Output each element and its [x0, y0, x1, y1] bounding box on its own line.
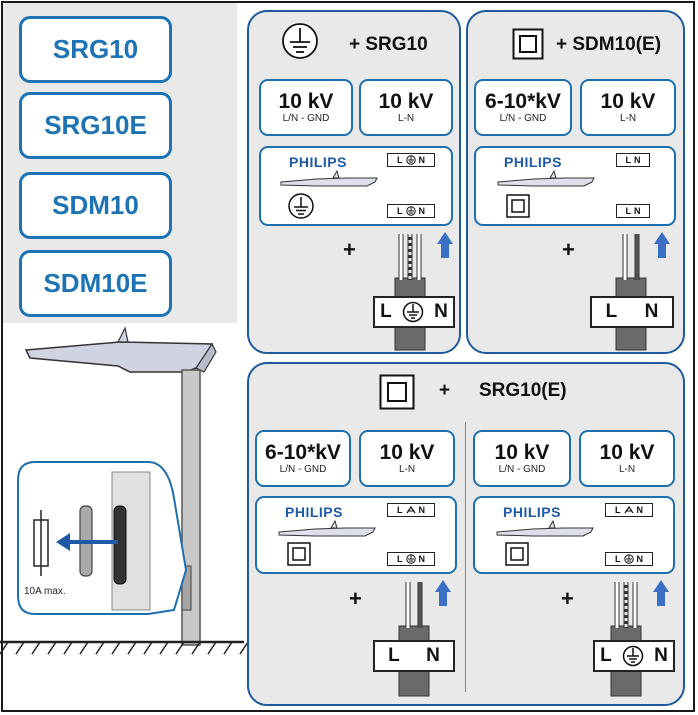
voltage-value: 10 kV — [599, 441, 655, 464]
voltage-sub: L/N - GND — [279, 464, 327, 475]
voltage-value: 10 kV — [600, 90, 656, 113]
cable-illustration — [610, 580, 669, 697]
voltage-sub: L-N — [397, 113, 415, 124]
panel-title: SRG10(E) — [479, 380, 567, 401]
voltage-sub: L/N - GND — [282, 113, 330, 124]
model-sdm10: SDM10 — [19, 172, 172, 239]
panel-srg10e: + SRG10(E) 6-10*kV L/N - GND 10 kV L-N P… — [247, 362, 685, 706]
earth-ground-icon — [288, 193, 314, 219]
surge-protection-icon — [624, 505, 633, 514]
streetlight-illustration: 10A max. — [0, 326, 249, 655]
voltage-value: 6-10*kV — [265, 441, 341, 464]
voltage-sub: L-N — [618, 464, 636, 475]
voltage-value: 10 kV — [379, 441, 435, 464]
luminaire-card: PHILIPS L N L N — [473, 496, 675, 574]
connector-plug: L N — [593, 640, 675, 672]
class-two-icon — [505, 542, 529, 566]
voltage-box-lgnd: 10 kV L/N - GND — [259, 79, 353, 136]
voltage-value: 10 kV — [494, 441, 550, 464]
terminal-label-bottom: L N — [605, 552, 653, 566]
voltage-box-lgnd: 6-10*kV L/N - GND — [255, 430, 351, 487]
pole-door-shape — [181, 565, 192, 611]
surge-protection-icon — [406, 505, 415, 514]
voltage-box-lgnd: 10 kV L/N - GND — [473, 430, 571, 487]
panel-sdm10: + SDM10(E) 6-10*kV L/N - GND 10 kV L-N P… — [466, 10, 685, 354]
luminaire-end-shape — [195, 342, 217, 373]
terminal-label-top: L N — [387, 503, 435, 517]
model-srg10e: SRG10E — [19, 92, 172, 159]
fuse-slot-shape — [113, 505, 127, 585]
connector-plug: L N — [373, 296, 455, 328]
luminaire-icon — [497, 170, 595, 187]
up-arrow-icon — [435, 580, 451, 606]
philips-logo: PHILIPS — [503, 504, 561, 520]
class-two-icon — [506, 194, 530, 218]
earth-ground-icon — [402, 301, 424, 323]
voltage-value: 6-10*kV — [485, 90, 561, 113]
earth-terminal-icon — [405, 206, 416, 216]
luminaire-fin-shape — [117, 326, 129, 343]
luminaire-icon — [278, 520, 376, 537]
plus-sign: + — [561, 586, 574, 611]
ground-hatch — [0, 641, 249, 655]
philips-logo: PHILIPS — [504, 154, 562, 170]
panel-title: + SDM10(E) — [556, 34, 662, 55]
voltage-sub: L/N - GND — [499, 113, 547, 124]
voltage-sub: L/N - GND — [498, 464, 546, 475]
terminal-label-bottom: L N — [387, 204, 435, 218]
luminaire-icon — [496, 520, 594, 537]
terminal-label-top: L N — [387, 153, 435, 167]
cable-illustration — [394, 232, 453, 351]
voltage-box-ln: 10 kV L-N — [580, 79, 676, 136]
panel-srg10: + SRG10 10 kV L/N - GND 10 kV L-N PHILIP… — [247, 10, 461, 354]
voltage-sub: L-N — [619, 113, 637, 124]
panel-title: + SRG10 — [349, 34, 428, 55]
philips-logo: PHILIPS — [289, 154, 347, 170]
philips-logo: PHILIPS — [285, 504, 343, 520]
terminal-label-top: L N — [605, 503, 653, 517]
class-two-icon — [379, 374, 415, 410]
plus-sign: + — [343, 237, 356, 262]
voltage-value: 10 kV — [378, 90, 434, 113]
earth-terminal-icon — [405, 155, 416, 165]
voltage-box-ln: 10 kV L-N — [359, 79, 453, 136]
voltage-value: 10 kV — [278, 90, 334, 113]
class-two-icon — [287, 542, 311, 566]
cable-illustration — [398, 580, 451, 697]
voltage-sub: L-N — [398, 464, 416, 475]
panel-divider — [465, 422, 466, 692]
luminaire-card: PHILIPS L N L N — [255, 496, 457, 574]
earth-ground-icon — [282, 23, 318, 59]
luminaire-head-shape — [24, 341, 214, 373]
pole-detail-shape — [111, 471, 151, 611]
luminaire-icon — [280, 170, 378, 187]
up-arrow-icon — [653, 580, 669, 606]
plus-sign: + — [439, 380, 451, 401]
fuse-arrow-head — [56, 533, 70, 551]
model-srg10: SRG10 — [19, 16, 172, 83]
voltage-box-ln: 10 kV L-N — [579, 430, 675, 487]
fuse-label: 10A max. — [24, 586, 66, 597]
luminaire-card: PHILIPS L N L N — [259, 146, 453, 226]
earth-terminal-icon — [623, 554, 634, 564]
terminal-label-bottom: L N — [387, 552, 435, 566]
plus-sign: + — [349, 586, 362, 611]
class-two-icon — [512, 28, 544, 60]
model-sdm10e: SDM10E — [19, 250, 172, 317]
earth-ground-icon — [622, 645, 644, 667]
earth-terminal-icon — [405, 554, 416, 564]
up-arrow-icon — [654, 232, 670, 258]
cable-illustration — [615, 232, 670, 351]
voltage-box-ln: 10 kV L-N — [359, 430, 455, 487]
up-arrow-icon — [437, 232, 453, 258]
voltage-box-lgnd: 6-10*kV L/N - GND — [474, 79, 572, 136]
plus-sign: + — [562, 237, 575, 262]
